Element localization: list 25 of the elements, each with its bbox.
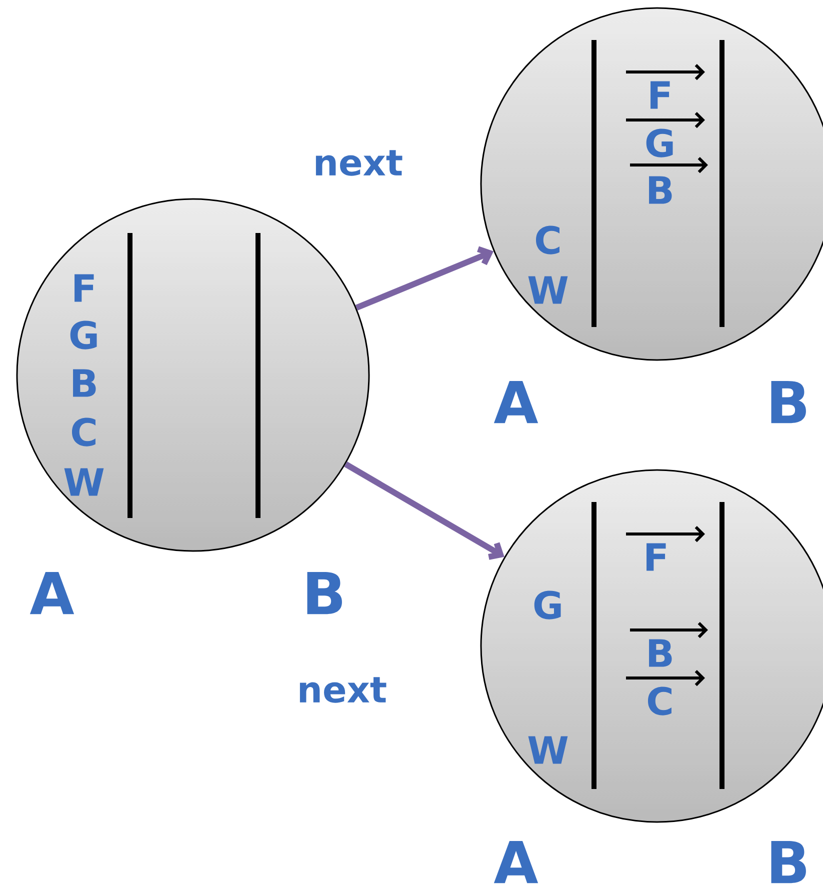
- side-label: A: [494, 380, 538, 424]
- arrow: [355, 246, 494, 310]
- letter: F: [650, 81, 670, 109]
- letter: C: [648, 686, 672, 716]
- letter: F: [74, 274, 94, 302]
- letter: W: [64, 468, 104, 496]
- letter: B: [73, 369, 96, 397]
- letter: F: [646, 543, 666, 571]
- side-label: B: [771, 380, 806, 424]
- side-label: B: [771, 840, 806, 884]
- letter: G: [646, 128, 673, 158]
- letter: W: [528, 276, 568, 304]
- edge-label: next: [312, 149, 404, 177]
- letter: G: [70, 320, 97, 350]
- letter: B: [649, 639, 672, 667]
- arrow: [344, 462, 504, 560]
- side-label: A: [30, 572, 74, 614]
- letter: G: [534, 590, 561, 620]
- side-label: A: [494, 840, 538, 884]
- side-label: B: [307, 572, 342, 614]
- edge-label: next: [296, 676, 388, 704]
- letter: C: [72, 418, 96, 446]
- letter: W: [528, 736, 568, 764]
- letter: C: [536, 226, 560, 254]
- letter: B: [649, 176, 672, 204]
